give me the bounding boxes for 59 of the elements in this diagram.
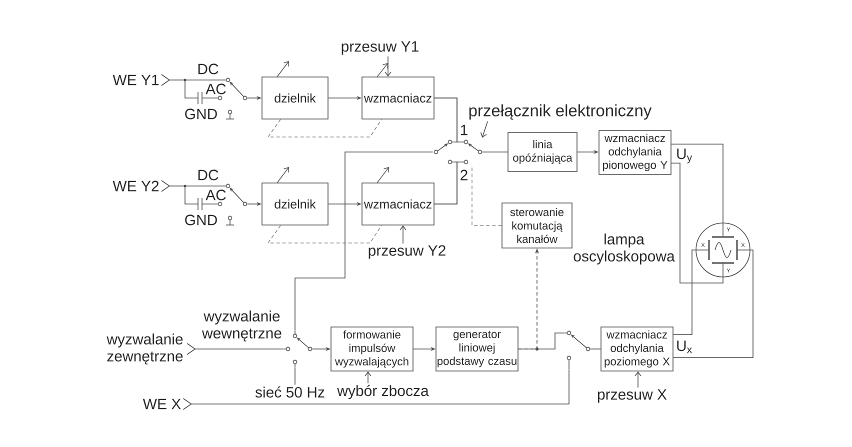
- switch-symbol: [434, 140, 454, 164]
- block-box: wzmacniacz: [362, 167, 434, 226]
- contact-label: 2: [460, 170, 468, 180]
- switch-symbol: [184, 78, 248, 120]
- block-box: formowanie impulsów wyzwalających: [330, 326, 414, 372]
- contact-label: DC: [198, 64, 218, 74]
- block-box: generator liniowej podstawy czasu: [436, 326, 518, 372]
- input-line: [161, 74, 184, 86]
- input-line: [186, 343, 284, 355]
- dashed-line: [267, 119, 382, 138]
- dashed-line: [267, 225, 382, 244]
- contact-label: wyzwalanie wewnętrzne: [202, 310, 282, 342]
- block-box: wzmacniacz odchylania pionowego Y: [598, 130, 672, 175]
- line: [434, 162, 458, 204]
- input-line: [161, 180, 184, 192]
- control-label: przesuw Y2: [368, 245, 446, 259]
- line: [673, 250, 696, 335]
- switch-symbol: [184, 184, 248, 226]
- input-label: sieć 50 Hz: [255, 386, 324, 398]
- contact-label: GND: [185, 108, 217, 120]
- switch-symbol: [462, 140, 482, 164]
- block-box: wzmacniacz odchylania poziomego X: [600, 326, 674, 372]
- switch-symbol: [564, 330, 590, 370]
- control-label: wybór zbocza: [337, 384, 429, 400]
- contact-label: DC: [198, 170, 218, 180]
- line: [671, 144, 724, 223]
- block-box: linia opóźniająca: [508, 132, 578, 172]
- block-box: dzielnik: [262, 167, 328, 226]
- input-label: WE Y1: [112, 74, 159, 86]
- block-box: sterowanie komutacją kanałów: [502, 202, 572, 248]
- dashed-line: [472, 166, 502, 226]
- control-label: przesuw Y1: [342, 41, 418, 55]
- leader-arrow: [480, 121, 488, 138]
- input-label: WE X: [142, 398, 181, 410]
- arrow: [364, 371, 372, 384]
- arrow: [384, 56, 392, 77]
- line: [671, 162, 724, 284]
- switch-symbol: [284, 330, 312, 368]
- control-label: przesuw X: [598, 389, 667, 403]
- callout-label: przełącznik elektroniczny: [469, 104, 652, 120]
- line: [294, 366, 296, 386]
- arrow: [400, 225, 406, 244]
- input-label: wyzwalanie zewnętrzne: [106, 334, 183, 364]
- signal-label: U$_{y}$: [677, 148, 692, 164]
- contact-label: GND: [185, 214, 217, 226]
- input-line: [182, 368, 570, 410]
- line: [434, 98, 458, 142]
- line: [590, 348, 601, 350]
- signal-label: U$_{x}$: [677, 340, 692, 354]
- contact-label: AC: [206, 190, 226, 200]
- input-label: WE Y2: [112, 180, 159, 192]
- line: [294, 152, 434, 332]
- tube-label: lampa oscyloskopowa: [574, 234, 675, 264]
- contact-label: 1: [460, 124, 468, 136]
- line: [673, 250, 754, 358]
- contact-label: AC: [206, 84, 226, 94]
- arrow: [634, 371, 642, 388]
- block-box: wzmacniacz: [362, 63, 434, 120]
- block-box: dzielnik: [262, 61, 328, 120]
